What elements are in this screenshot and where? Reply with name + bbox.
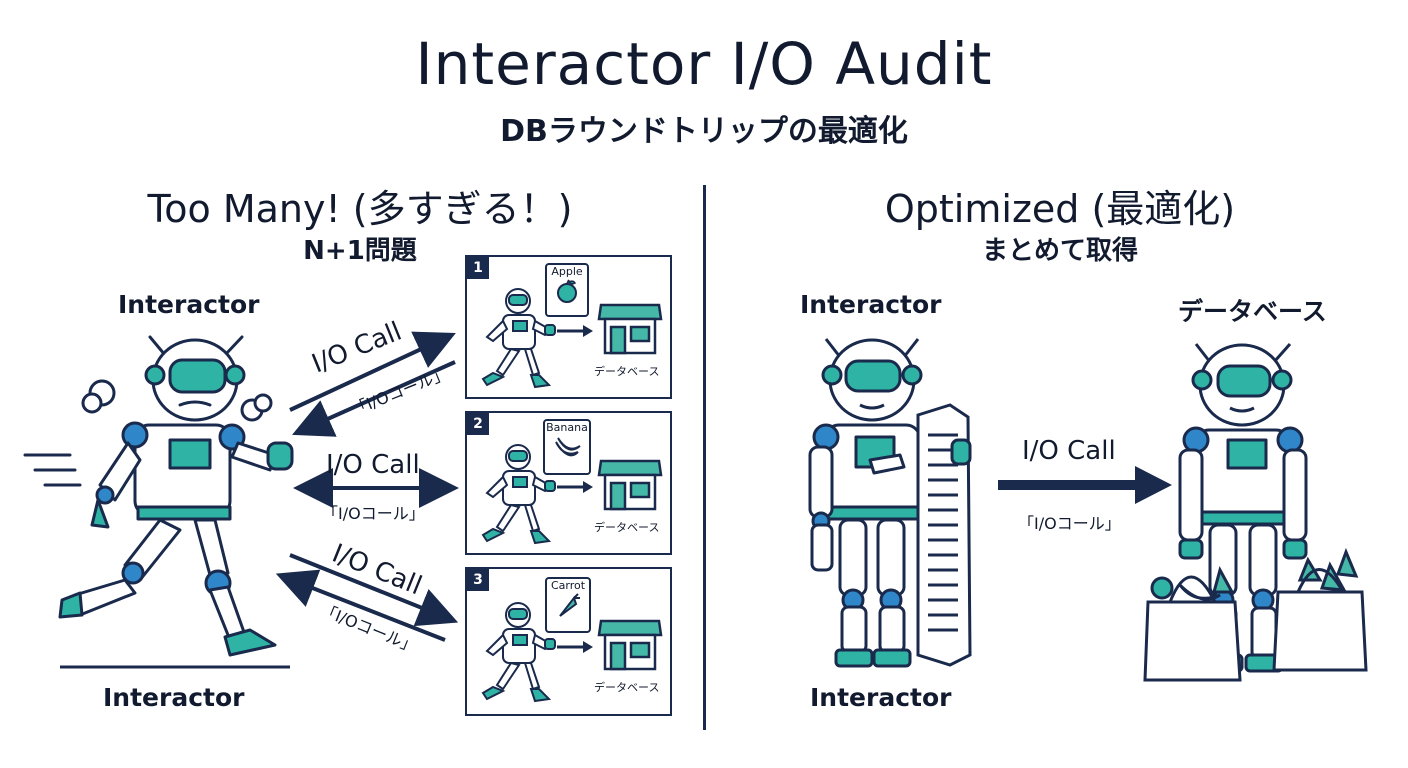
robot-icon — [481, 288, 556, 389]
robot-with-list-icon — [808, 338, 972, 668]
section-divider — [703, 185, 706, 730]
right-subheading: まとめて取得 — [981, 236, 1138, 266]
step-number: 1 — [467, 257, 489, 279]
right-call-jp-label: 「I/Oコール」 — [1018, 514, 1121, 533]
right-io-arrow — [998, 466, 1172, 504]
step-box-3: 3 Carrot データベース — [465, 567, 672, 716]
right-heading: Optimized (最適化) — [884, 187, 1236, 231]
right-actor-top-label: Interactor — [800, 290, 942, 319]
apple-icon — [557, 279, 577, 303]
robot-icon — [481, 444, 556, 545]
right-database-label: データベース — [1178, 297, 1327, 326]
scroll-icon — [916, 403, 972, 667]
page-title: Interactor I/O Audit — [415, 30, 993, 98]
request-item-label: Banana — [546, 421, 588, 434]
fetch-arrow-icon — [557, 641, 593, 653]
database-label: データベース — [594, 365, 660, 378]
robot-with-groceries-icon — [1143, 343, 1368, 682]
call-1-request-arrow — [289, 331, 456, 412]
store-icon — [597, 459, 663, 511]
request-bubble: Apple — [545, 263, 589, 317]
call-2-label: I/O Call — [326, 450, 420, 480]
step-number: 2 — [467, 413, 489, 435]
fetch-arrow-icon — [557, 325, 593, 337]
store-icon — [597, 619, 663, 671]
call-3-request-arrow — [289, 553, 459, 627]
call-1-response-arrow — [292, 360, 456, 437]
call-3-response-arrow — [275, 569, 446, 642]
left-actor-top-label: Interactor — [118, 290, 260, 319]
left-io-arrows — [275, 331, 459, 642]
right-call-label: I/O Call — [1022, 436, 1116, 466]
step-number: 3 — [467, 569, 489, 591]
step-box-2: 2 Banana データベース — [465, 411, 672, 555]
request-bubble: Banana — [543, 419, 591, 475]
database-label: データベース — [594, 681, 660, 694]
right-actor-bottom-label: Interactor — [810, 683, 952, 712]
banana-icon — [555, 437, 581, 457]
store-icon — [597, 303, 663, 355]
database-label: データベース — [594, 521, 660, 534]
call-2-jp-label: 「I/Oコール」 — [322, 504, 425, 523]
page-subtitle: DBラウンドトリップの最適化 — [500, 114, 908, 149]
request-bubble: Carrot — [545, 577, 591, 633]
grocery-bag-icon — [1143, 538, 1242, 682]
left-heading: Too Many! (多すぎる！) — [147, 187, 573, 231]
robot-icon — [481, 602, 556, 703]
step-box-1: 1 Apple データベース — [465, 255, 672, 399]
request-item-label: Apple — [551, 265, 583, 278]
carrot-icon — [559, 593, 580, 617]
request-item-label: Carrot — [550, 579, 586, 592]
fetch-arrow-icon — [557, 481, 593, 493]
left-subheading: N+1問題 — [303, 236, 417, 266]
running-robot-icon — [23, 335, 294, 669]
left-actor-bottom-label: Interactor — [103, 683, 245, 712]
